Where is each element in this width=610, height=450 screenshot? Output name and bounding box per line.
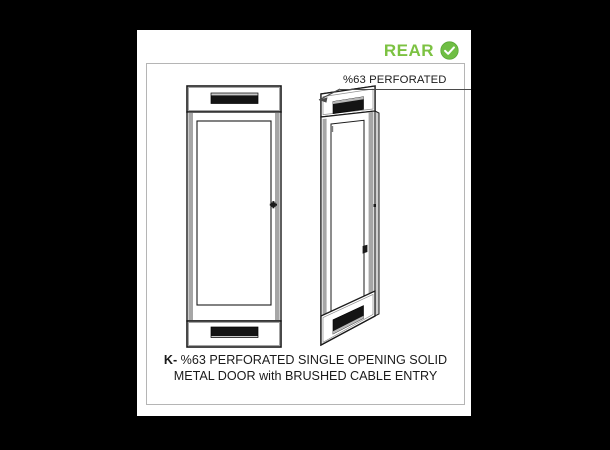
door-lock-handle xyxy=(269,201,277,209)
hinge-mark xyxy=(330,126,334,132)
arrow-leader-line xyxy=(318,88,341,103)
technical-drawing xyxy=(147,64,466,349)
check-circle-icon xyxy=(440,40,459,60)
view-status-header: REAR xyxy=(384,38,459,62)
perforated-door-panel xyxy=(186,111,282,322)
front-elevation-view xyxy=(186,85,282,348)
drawing-frame: %63 PERFORATED K- %63 PERFORATED SINGLE … xyxy=(146,63,471,405)
top-panel-with-brush-cable-entry xyxy=(186,85,282,113)
caption-text-1: %63 PERFORATED SINGLE OPENING SOLID xyxy=(177,353,448,367)
door-lock-handle xyxy=(362,204,376,254)
perforated-door-panel xyxy=(320,110,380,347)
product-card: REAR xyxy=(137,30,471,416)
view-label-rear: REAR xyxy=(383,40,434,60)
bottom-panel-with-brush-cable-entry xyxy=(186,320,282,348)
product-caption: K- %63 PERFORATED SINGLE OPENING SOLID M… xyxy=(147,352,464,384)
caption-line-1: K- %63 PERFORATED SINGLE OPENING SOLID xyxy=(153,352,458,368)
bottom-panel-with-brush-cable-entry xyxy=(320,289,376,347)
product-code: K- xyxy=(163,353,178,367)
perspective-view xyxy=(320,85,380,347)
callout-label-perforated: %63 PERFORATED xyxy=(343,74,447,86)
caption-text-2: METAL DOOR with BRUSHED CABLE ENTRY xyxy=(173,369,438,383)
top-panel-with-brush-cable-entry xyxy=(320,85,376,118)
callout-underline xyxy=(340,89,471,90)
